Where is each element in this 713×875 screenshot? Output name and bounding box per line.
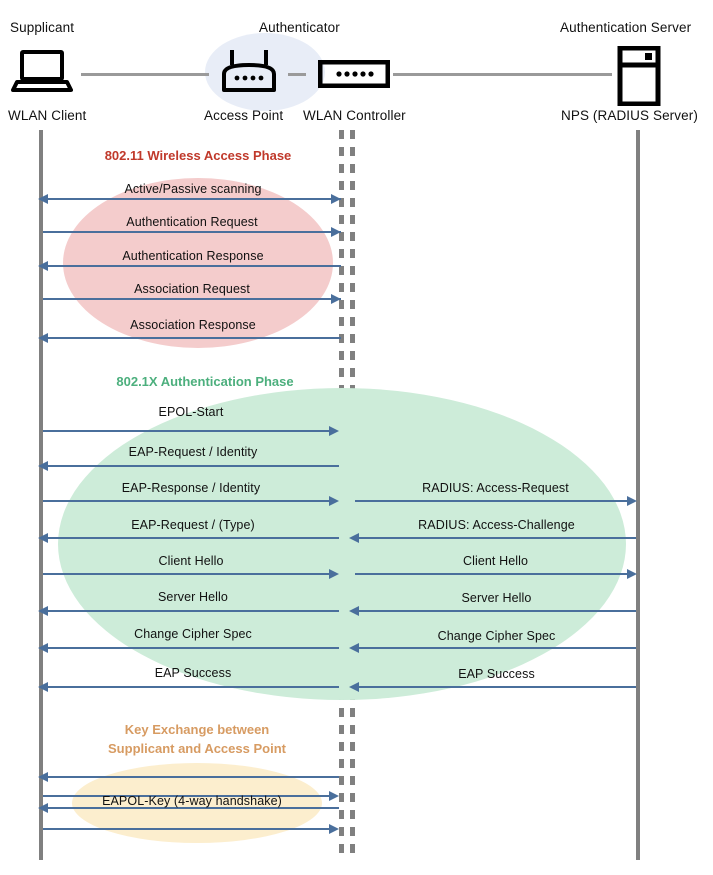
wireless-router-icon xyxy=(218,48,280,94)
arrowhead-left-icon xyxy=(38,461,48,471)
arrowhead-right-icon xyxy=(627,496,637,506)
arrowhead-right-icon xyxy=(331,294,341,304)
message-line xyxy=(357,686,636,688)
message-label: Authentication Request xyxy=(126,215,258,229)
message-line xyxy=(357,647,636,649)
actor-role-authentication-server: Authentication Server xyxy=(560,20,692,35)
message-line xyxy=(45,465,339,467)
lifeline-authentication-server xyxy=(636,130,640,860)
message-label: EAP-Request / Identity xyxy=(128,445,258,459)
link-ap-to-controller xyxy=(288,73,306,76)
actor-device-wlan-client: WLAN Client xyxy=(8,108,87,123)
server-icon xyxy=(617,46,661,106)
message-label: RADIUS: Access-Request xyxy=(422,481,569,495)
message-label: EAP-Request / (Type) xyxy=(131,518,255,532)
message-line xyxy=(43,795,331,797)
message-label: EPOL-Start xyxy=(158,405,224,419)
lifeline-supplicant xyxy=(39,130,43,860)
message-label: RADIUS: Access-Challenge xyxy=(418,518,575,532)
phase-shading-wireless-access xyxy=(63,178,333,348)
phase-label-wireless-access: 802.11 Wireless Access Phase xyxy=(104,148,292,163)
message-line xyxy=(45,807,339,809)
arrowhead-right-icon xyxy=(329,426,339,436)
arrowhead-left-icon xyxy=(38,682,48,692)
message-label: EAP Success xyxy=(154,666,232,680)
message-label: Association Request xyxy=(134,282,250,296)
arrowhead-right-icon xyxy=(627,569,637,579)
arrowhead-right-icon xyxy=(329,791,339,801)
message-label: Server Hello xyxy=(461,591,532,605)
message-line xyxy=(45,686,339,688)
arrowhead-left-icon xyxy=(349,533,359,543)
actor-device-wlan-controller: WLAN Controller xyxy=(303,108,406,123)
arrowhead-left-icon xyxy=(349,643,359,653)
message-label: Server Hello xyxy=(158,590,228,604)
link-client-to-ap xyxy=(81,73,209,76)
message-label: Client Hello xyxy=(158,554,224,568)
message-label: Change Cipher Spec xyxy=(134,627,252,641)
arrowhead-left-icon xyxy=(349,606,359,616)
arrowhead-left-icon xyxy=(38,261,48,271)
message-line xyxy=(45,265,341,267)
message-line xyxy=(43,828,331,830)
message-label: Change Cipher Spec xyxy=(437,629,556,643)
message-line xyxy=(45,537,339,539)
message-label: Active/Passive scanning xyxy=(124,182,262,196)
arrowhead-right-icon xyxy=(331,194,341,204)
arrowhead-right-icon xyxy=(329,569,339,579)
message-line xyxy=(43,298,341,300)
actor-device-nps-radius-server: NPS (RADIUS Server) xyxy=(561,108,698,123)
arrowhead-right-icon xyxy=(331,227,341,237)
message-label: EAPOL-Key (4-way handshake) xyxy=(102,794,282,808)
message-line xyxy=(43,430,331,432)
message-line xyxy=(43,573,331,575)
arrowhead-left-icon xyxy=(38,533,48,543)
arrowhead-left-icon xyxy=(38,772,48,782)
message-label: Association Response xyxy=(130,318,256,332)
phase-label-dot1x: 802.1X Authentication Phase xyxy=(116,374,294,389)
arrowhead-left-icon xyxy=(349,682,359,692)
laptop-icon xyxy=(11,50,73,92)
message-label: Authentication Response xyxy=(122,249,264,263)
message-line xyxy=(355,573,628,575)
message-line xyxy=(45,647,339,649)
phase-shading-dot1x xyxy=(58,388,626,700)
actor-device-access-point: Access Point xyxy=(204,108,284,123)
message-line xyxy=(45,610,339,612)
arrowhead-right-icon xyxy=(329,824,339,834)
message-line xyxy=(355,500,628,502)
message-label: EAP Success xyxy=(458,667,535,681)
actor-role-authenticator: Authenticator xyxy=(259,20,340,35)
arrowhead-right-icon xyxy=(329,496,339,506)
message-line xyxy=(43,231,341,233)
phase-label-key-exchange: Key Exchange between Supplicant and Acce… xyxy=(108,722,286,756)
arrowhead-left-icon xyxy=(38,803,48,813)
link-controller-to-server xyxy=(393,73,612,76)
message-line xyxy=(45,776,339,778)
actor-role-supplicant: Supplicant xyxy=(10,20,75,35)
arrowhead-left-icon xyxy=(38,643,48,653)
message-label: Client Hello xyxy=(462,554,529,568)
message-line xyxy=(357,537,636,539)
message-line xyxy=(43,500,331,502)
message-line xyxy=(45,198,341,200)
arrowhead-left-icon xyxy=(38,194,48,204)
arrowhead-left-icon xyxy=(38,606,48,616)
message-line xyxy=(357,610,636,612)
arrowhead-left-icon xyxy=(38,333,48,343)
controller-icon xyxy=(318,60,390,88)
message-label: EAP-Response / Identity xyxy=(121,481,261,495)
message-line xyxy=(45,337,341,339)
